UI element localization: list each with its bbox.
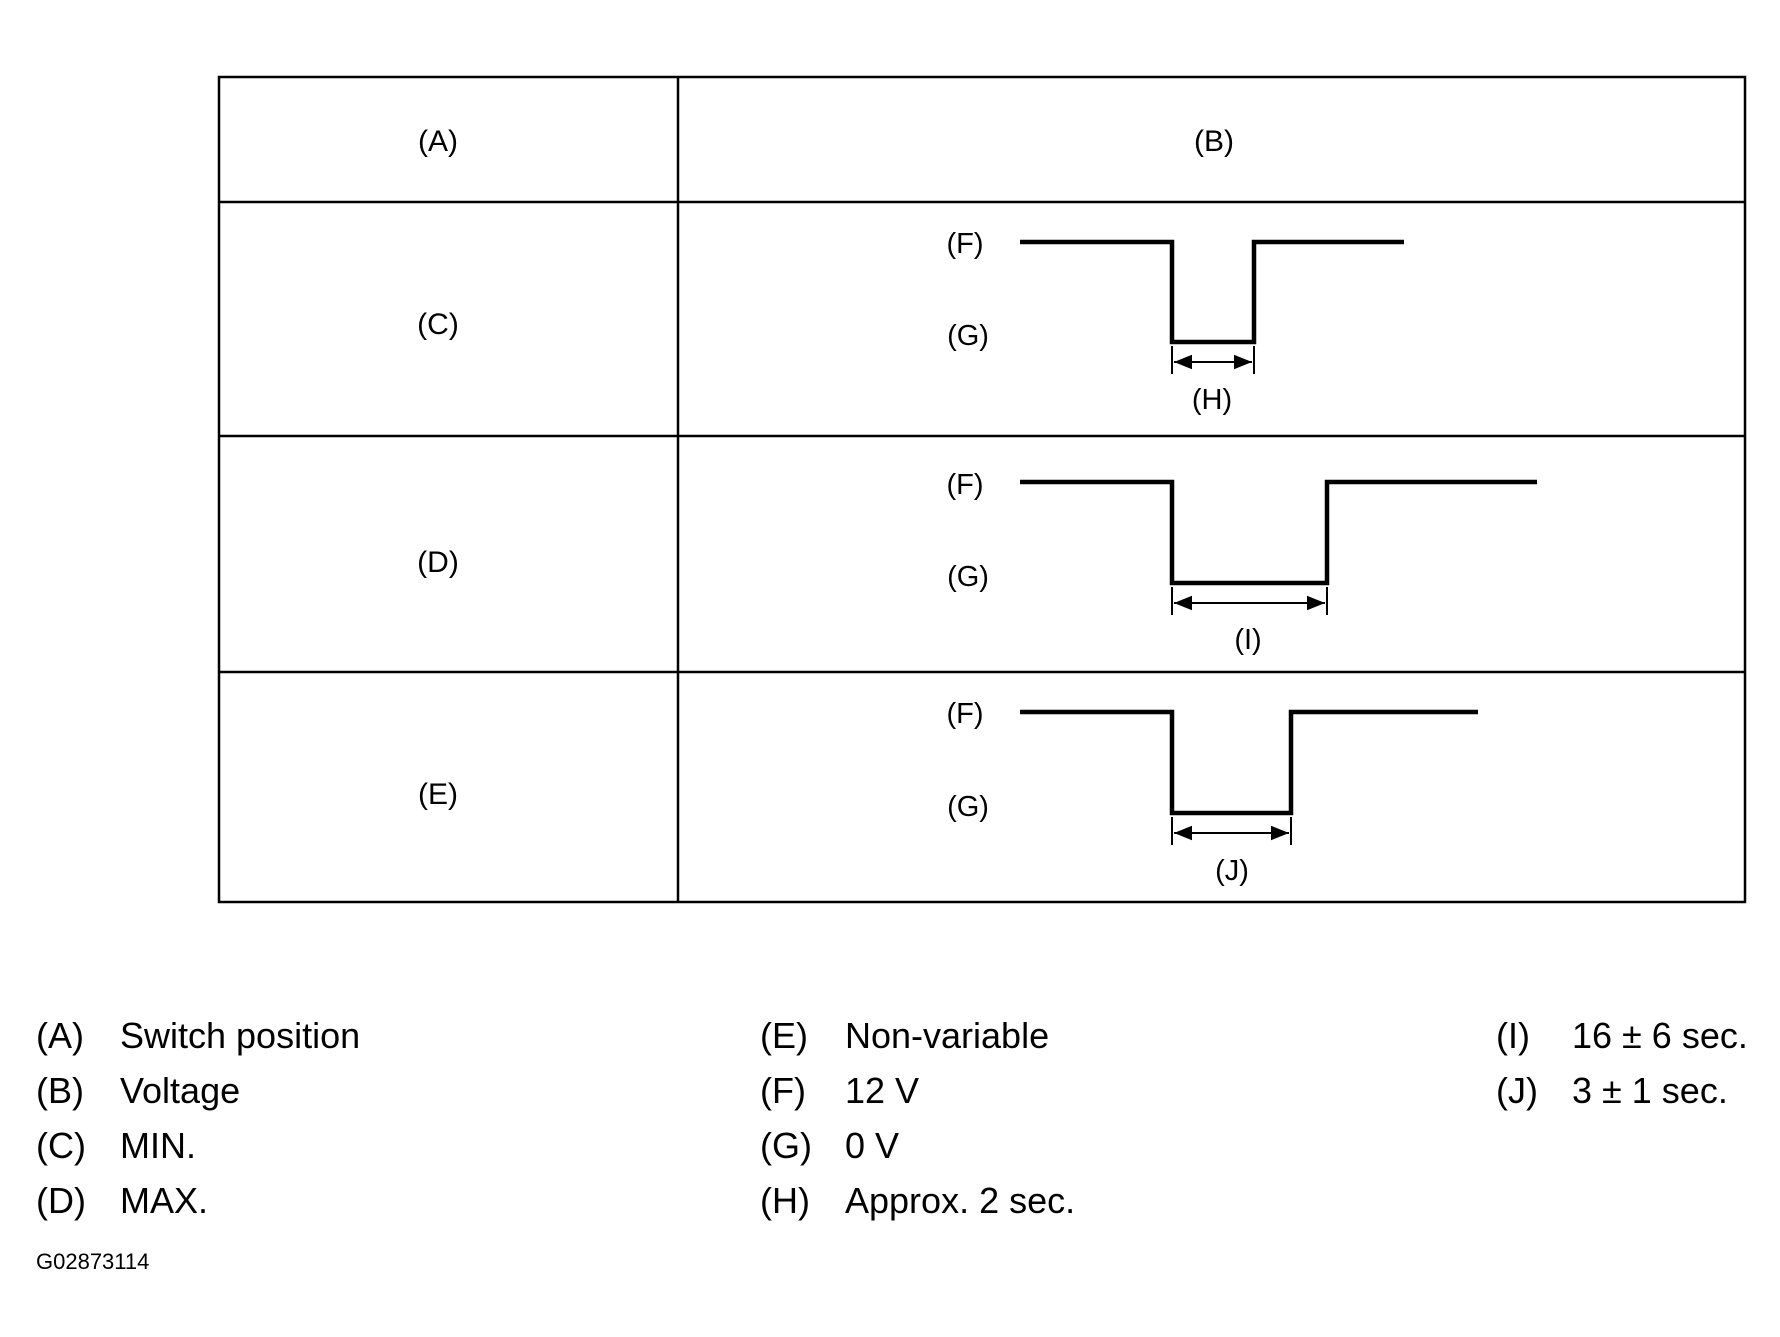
high-voltage-label: (F) xyxy=(946,698,983,730)
legend-code: (G) xyxy=(760,1125,812,1166)
table-frame xyxy=(217,75,1747,904)
legend-code: (I) xyxy=(1496,1015,1530,1056)
row-position-label: (C) xyxy=(417,308,459,341)
legend-code: (F) xyxy=(760,1070,806,1111)
header-switch-position: (A) xyxy=(418,125,458,158)
row-max: (D) (F) (G) (I) xyxy=(417,469,1537,656)
legend-code: (H) xyxy=(760,1180,810,1221)
header-voltage: (B) xyxy=(1194,125,1234,158)
legend-code: (D) xyxy=(36,1180,86,1221)
low-voltage-label: (G) xyxy=(947,561,989,593)
figure-id: G02873114 xyxy=(36,1249,149,1274)
legend-text: 0 V xyxy=(845,1125,899,1166)
legend-text: 16 ± 6 sec. xyxy=(1572,1015,1748,1056)
waveform-line xyxy=(1020,479,1537,586)
legend-text: Non-variable xyxy=(845,1015,1049,1056)
low-voltage-label: (G) xyxy=(947,791,989,823)
legend-text: 3 ± 1 sec. xyxy=(1572,1070,1728,1111)
legend-text: Voltage xyxy=(120,1070,240,1111)
row-position-label: (D) xyxy=(417,546,459,579)
legend-text: 12 V xyxy=(845,1070,919,1111)
duration-label: (J) xyxy=(1215,855,1249,887)
legend-text: Approx. 2 sec. xyxy=(845,1180,1075,1221)
legend-code: (E) xyxy=(760,1015,808,1056)
legend-code: (B) xyxy=(36,1070,84,1111)
table-border xyxy=(217,75,1747,904)
row-position-label: (E) xyxy=(418,778,458,811)
high-voltage-label: (F) xyxy=(946,469,983,501)
row-non-variable: (E) (F) (G) (J) xyxy=(418,698,1478,887)
waveform-line xyxy=(1020,239,1404,345)
legend-code: (A) xyxy=(36,1015,84,1056)
duration-label: (I) xyxy=(1234,624,1261,656)
row-min: (C) (F) (G) (H) xyxy=(417,228,1404,416)
legend-text: Switch position xyxy=(120,1015,360,1056)
legend: (A) Switch position (B) Voltage (C) MIN.… xyxy=(36,1015,1748,1221)
low-voltage-label: (G) xyxy=(947,320,989,352)
duration-label: (H) xyxy=(1192,384,1232,416)
legend-text: MIN. xyxy=(120,1125,196,1166)
legend-code: (C) xyxy=(36,1125,86,1166)
waveform-line xyxy=(1020,709,1478,816)
high-voltage-label: (F) xyxy=(946,228,983,260)
legend-text: MAX. xyxy=(120,1180,208,1221)
legend-code: (J) xyxy=(1496,1070,1538,1111)
